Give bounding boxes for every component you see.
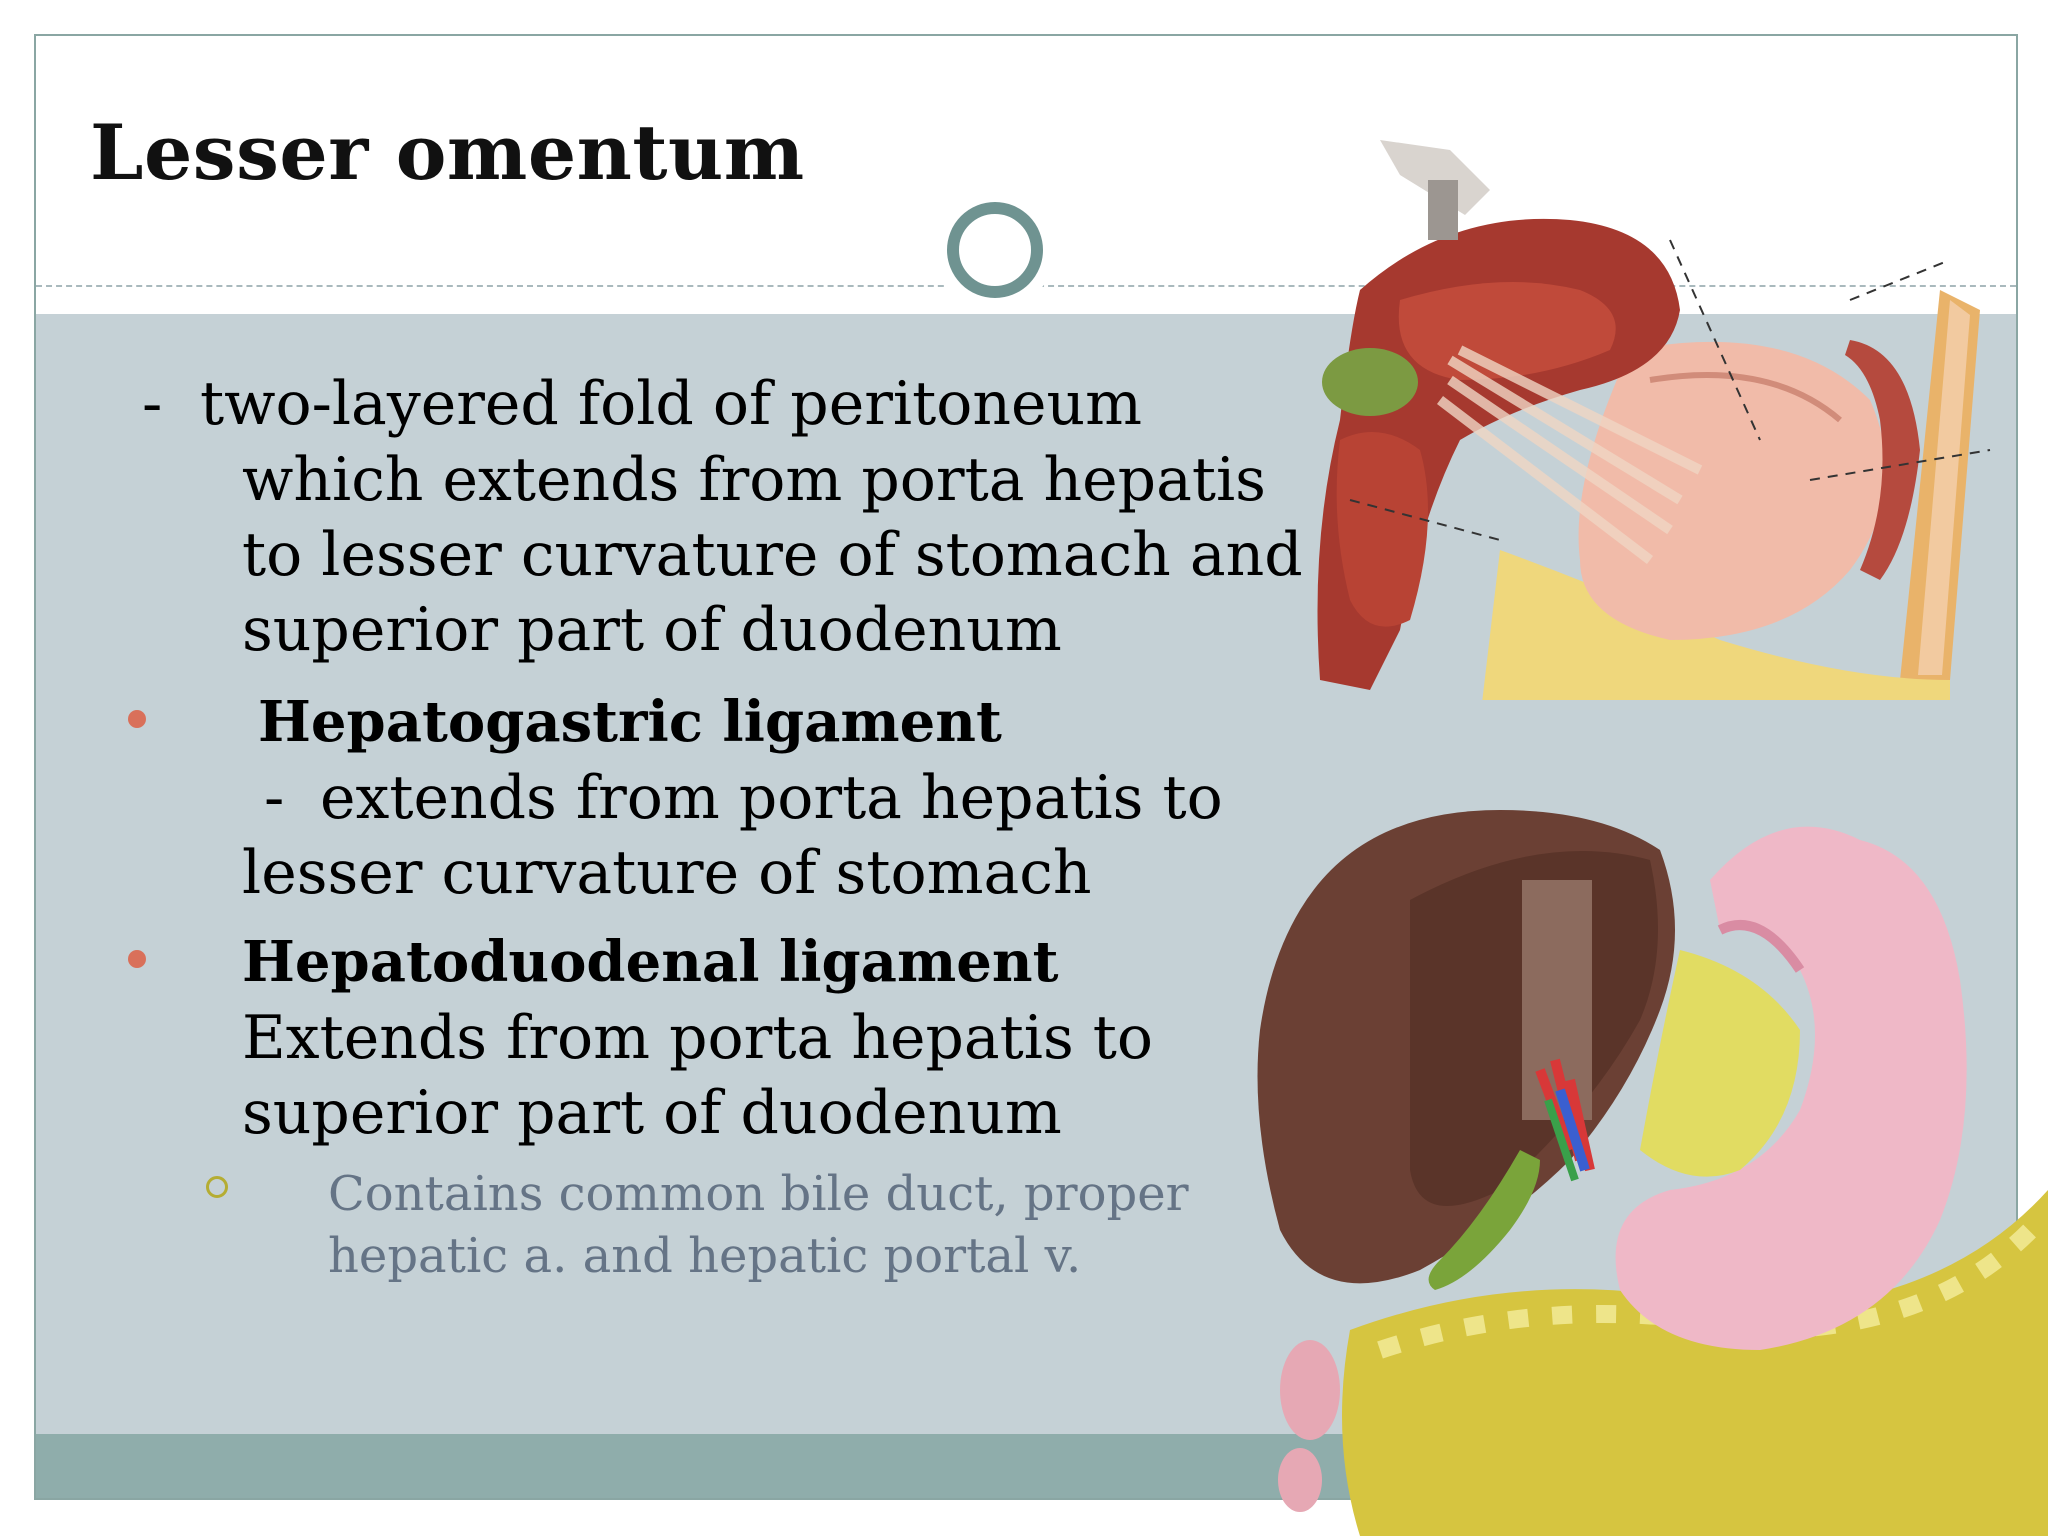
bullet-heading-hepatoduodenal: Hepatoduodenal ligament: [242, 929, 1059, 995]
bullet-1-line-1: extends from porta hepatis to: [320, 763, 1223, 833]
slide-title: Lesser omentum: [90, 108, 805, 197]
sub-bullet-ring-icon: [206, 1176, 228, 1198]
sub-line-2: hepatic a. and hepatic portal v.: [328, 1228, 1082, 1284]
anatomy-illustration-liver-stomach-bottom: [1257, 810, 2048, 1536]
intro-line-2: which extends from porta hepatis: [242, 445, 1266, 515]
bullet-2-line-2: superior part of duodenum: [242, 1078, 1062, 1148]
intro-line-4: superior part of duodenum: [242, 595, 1062, 665]
bullet-2-line-1: Extends from porta hepatis to: [242, 1003, 1154, 1073]
bullet-1-line-2: lesser curvature of stomach: [242, 838, 1092, 908]
intro-line-1: two-layered fold of peritoneum: [200, 369, 1143, 439]
bullet-dot-icon: [128, 950, 146, 968]
bullet-heading-hepatogastric: Hepatogastric ligament: [258, 689, 1002, 755]
bullet-dot-icon: [128, 710, 146, 728]
intro-line-3: to lesser curvature of stomach and: [242, 520, 1303, 590]
sub-line-1: Contains common bile duct, proper: [328, 1166, 1189, 1222]
intro-dash: -: [142, 369, 163, 439]
bullet-1-dash: -: [264, 763, 285, 833]
divider-ring-icon: [935, 190, 1055, 310]
anatomy-illustration-liver-stomach-top: [1317, 140, 1991, 700]
